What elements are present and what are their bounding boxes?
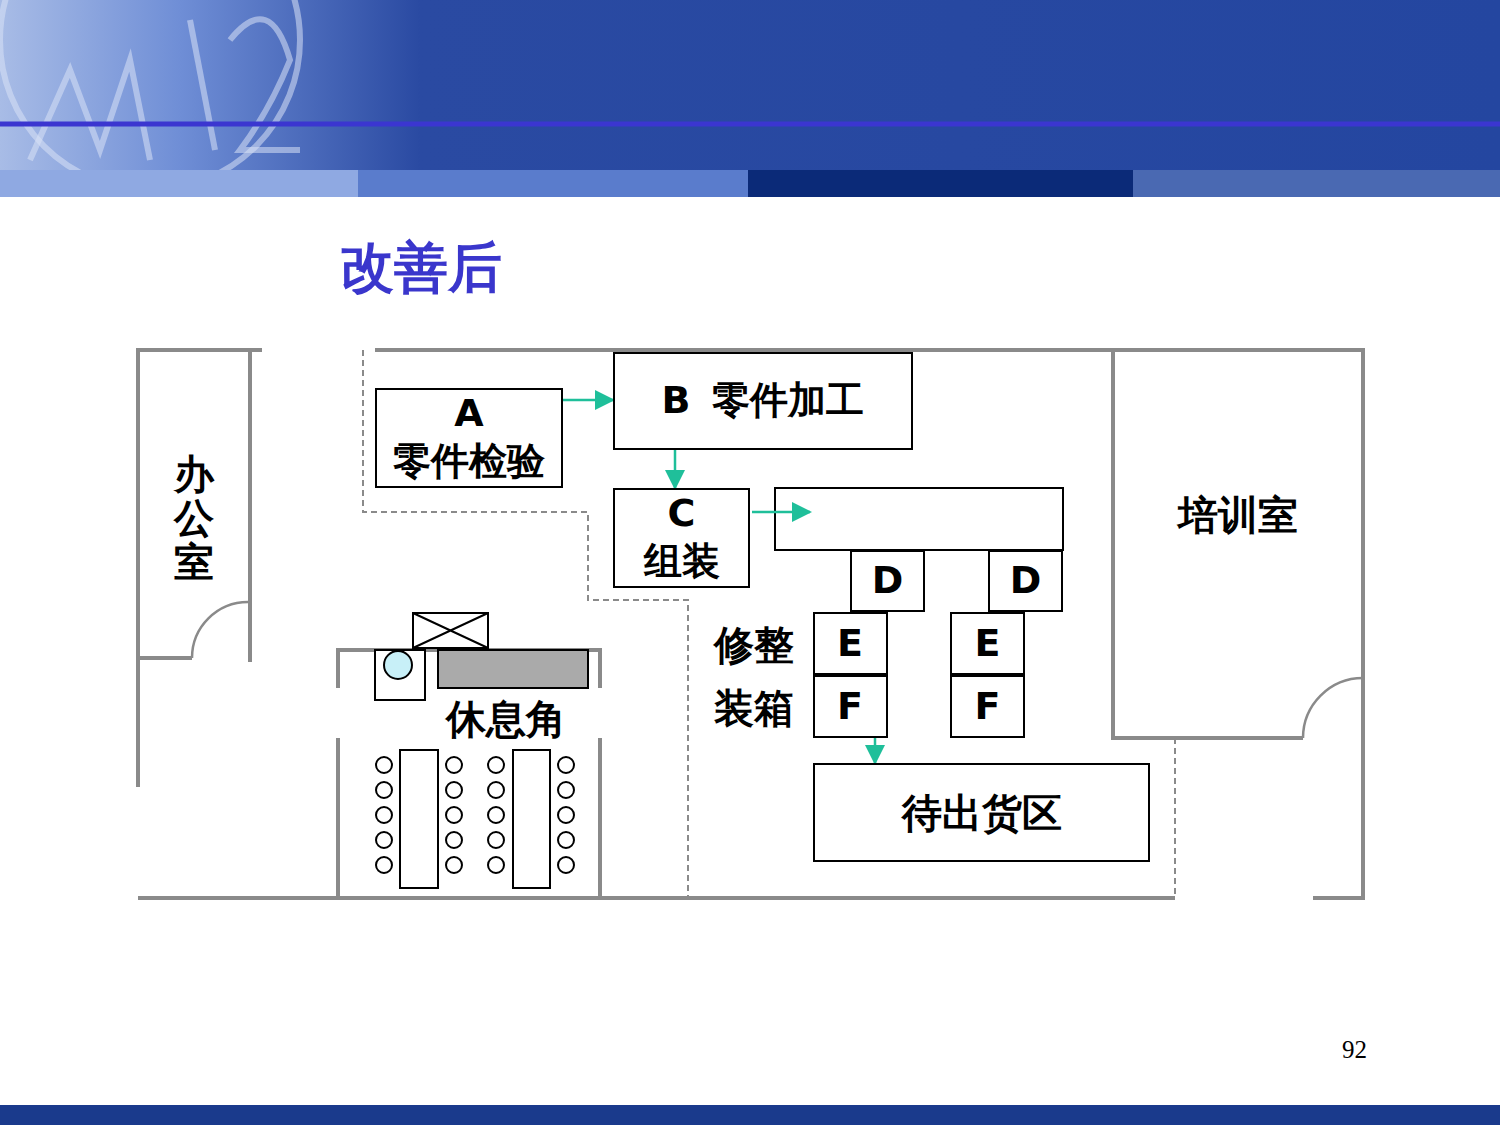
page-number: 92: [1342, 1036, 1367, 1064]
flow-arrow: [752, 511, 810, 514]
node-text: E: [975, 622, 1001, 666]
slide-title: 改善后: [340, 232, 502, 305]
chair: [488, 857, 504, 873]
process-box: C组装: [613, 488, 750, 588]
node-text: C: [668, 492, 696, 536]
node-text: 组装: [644, 540, 720, 584]
chair: [376, 832, 392, 848]
node-text: B: [662, 379, 691, 423]
chair: [376, 857, 392, 873]
station-box: D: [988, 550, 1063, 612]
node-text: 培训室: [1178, 492, 1298, 538]
flow-arrow: [563, 399, 613, 402]
node-text: D: [1010, 559, 1042, 603]
chair: [446, 832, 462, 848]
header-bar: [358, 170, 748, 197]
station-box: F: [950, 675, 1025, 738]
chair: [488, 782, 504, 798]
node-text: 零件检验: [393, 440, 545, 484]
node-text: 待出货区: [902, 790, 1062, 836]
chair: [446, 807, 462, 823]
station-box: E: [813, 612, 888, 675]
area-label: 装箱: [714, 681, 794, 736]
station-box: F: [813, 675, 888, 738]
clock-decoration: [0, 0, 300, 190]
header-band: [0, 0, 1500, 170]
station-box: E: [950, 612, 1025, 675]
chair: [376, 782, 392, 798]
area-label: 休息角: [446, 692, 566, 747]
process-box: A零件检验: [375, 388, 563, 488]
node-text: F: [837, 685, 863, 729]
chair: [376, 757, 392, 773]
chair: [446, 757, 462, 773]
work-table: [775, 488, 1063, 550]
chair: [558, 807, 574, 823]
chair: [376, 807, 392, 823]
floor-walls: [138, 348, 1363, 900]
node-text: 零件加工: [712, 379, 864, 423]
training-room: 培训室: [1115, 352, 1361, 736]
node-text: 办公室: [174, 452, 214, 584]
chair: [488, 832, 504, 848]
chair: [488, 807, 504, 823]
chair: [558, 782, 574, 798]
node-text: D: [872, 559, 904, 603]
shipping-area: 待出货区: [813, 763, 1150, 862]
process-box: B 零件加工: [613, 352, 913, 450]
chair: [558, 757, 574, 773]
flow-arrow: [674, 450, 677, 488]
station-box: D: [850, 550, 925, 612]
header-bar: [748, 170, 1133, 197]
chair: [446, 857, 462, 873]
door-arc: [192, 602, 1363, 738]
node-text: F: [975, 685, 1001, 729]
office-room: 办公室: [140, 352, 248, 656]
header-rule: [0, 122, 1500, 127]
chair: [558, 832, 574, 848]
node-text: E: [837, 622, 863, 666]
area-label: 修整: [714, 618, 794, 673]
chair: [446, 782, 462, 798]
chair: [558, 857, 574, 873]
header-bar: [1133, 170, 1500, 197]
zone-boundary: [363, 350, 1175, 898]
rest-furniture: [375, 613, 588, 888]
chair: [488, 757, 504, 773]
header-bar: [0, 170, 358, 197]
node-text: A: [454, 392, 483, 436]
footer-bar: [0, 1105, 1500, 1125]
